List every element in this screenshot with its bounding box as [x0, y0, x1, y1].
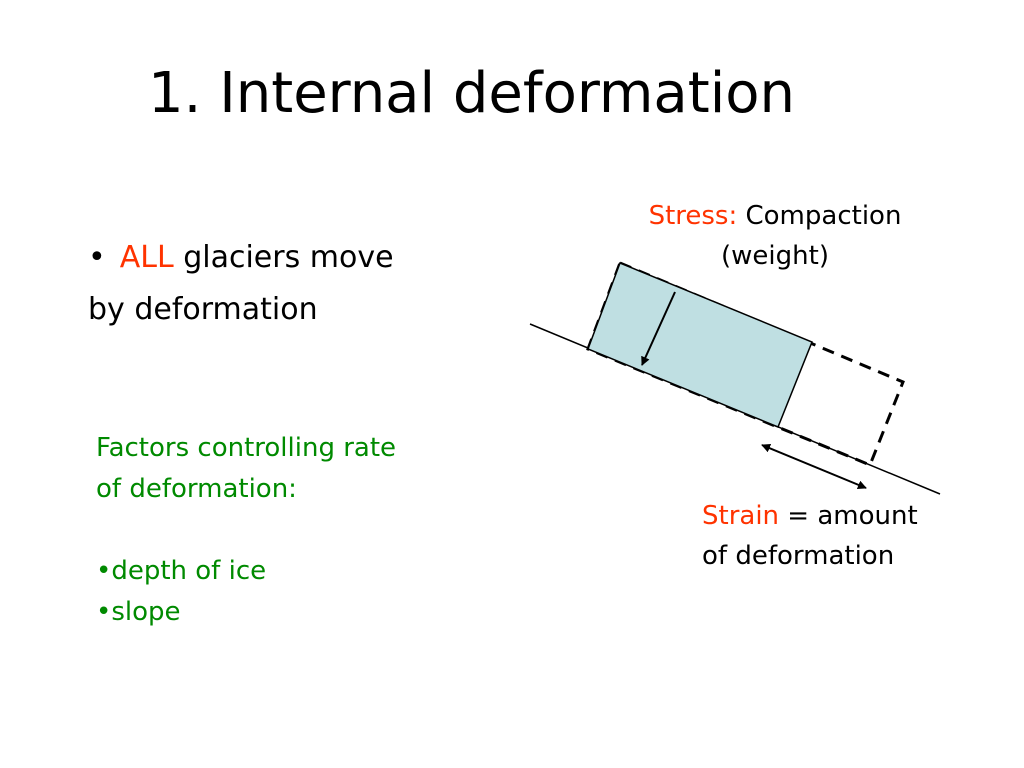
factors-block: Factors controlling rate of deformation:… — [96, 428, 396, 633]
ice-block — [587, 262, 813, 428]
stress-label-line-1: Stress: Compaction — [590, 196, 960, 236]
factors-heading-line-1: Factors controlling rate — [96, 433, 397, 463]
strain-arrow — [761, 443, 867, 490]
main-bullet: • ALL glaciers move by deformation — [88, 232, 394, 336]
strain-term: Strain — [702, 501, 780, 531]
strain-label-line-1: Strain = amount — [702, 496, 918, 536]
stress-term: Stress: — [648, 201, 738, 231]
factor-item-slope: •slope — [96, 597, 181, 627]
bullet-line-1: • ALL glaciers move — [88, 232, 394, 284]
bullet-line-1-text: glaciers move — [173, 240, 394, 275]
strain-description: = amount — [779, 501, 918, 531]
factor-item-depth: •depth of ice — [96, 556, 267, 586]
factors-heading-line-2: of deformation: — [96, 474, 297, 504]
stress-description: Compaction — [737, 201, 902, 231]
stress-label-line-2: (weight) — [721, 241, 829, 271]
strain-label: Strain = amount of deformation — [702, 496, 918, 576]
slide-title: 1. Internal deformation — [148, 61, 796, 126]
strain-label-line-2: of deformation — [702, 541, 895, 571]
stress-arrow — [641, 291, 676, 366]
bullet-line-2: by deformation — [88, 292, 318, 327]
stress-label: Stress: Compaction (weight) — [590, 196, 960, 276]
all-highlight: ALL — [119, 240, 174, 275]
bullet-marker: • — [88, 240, 106, 275]
